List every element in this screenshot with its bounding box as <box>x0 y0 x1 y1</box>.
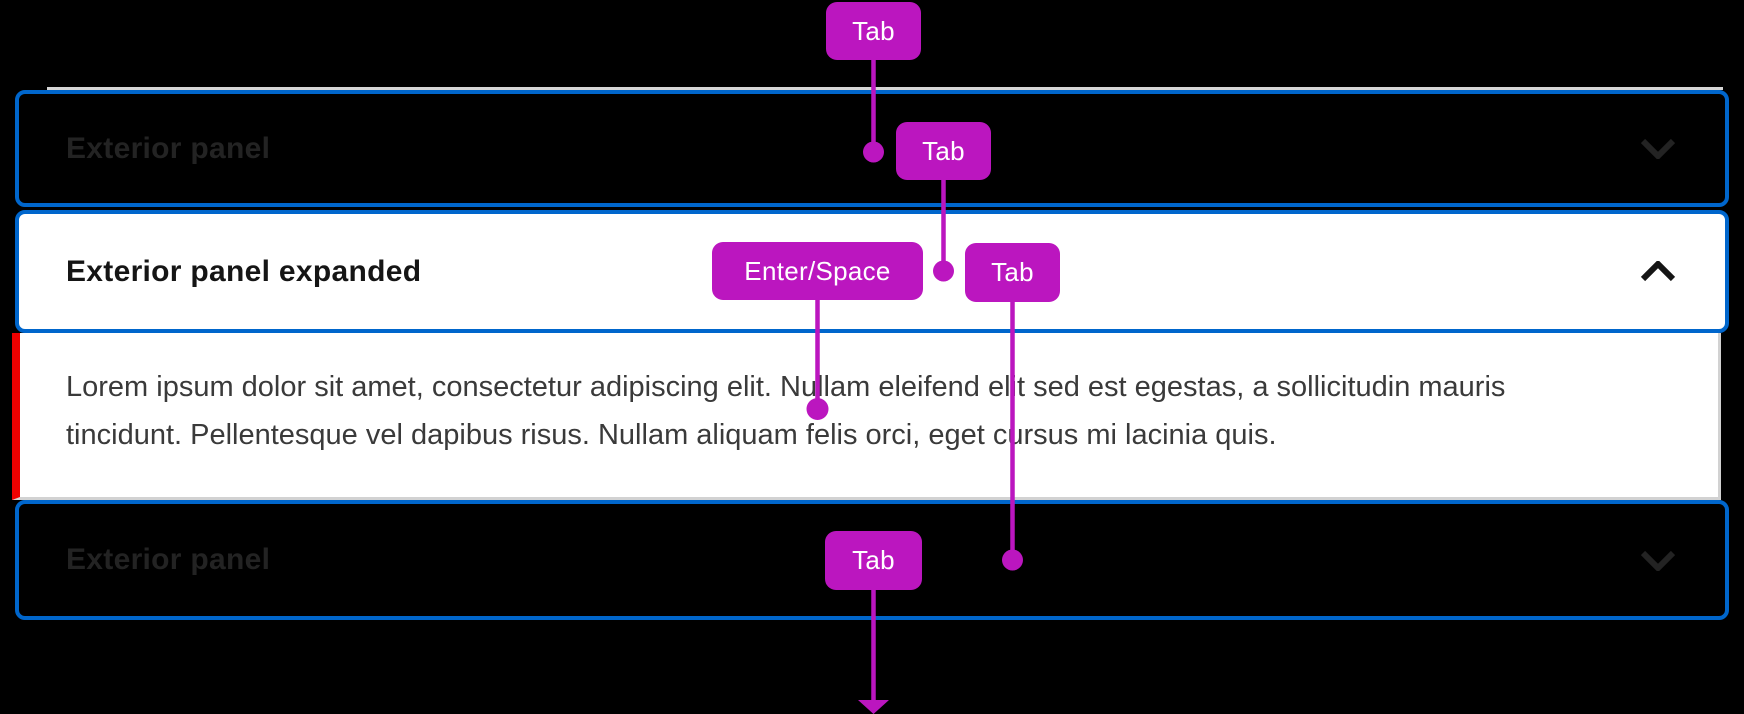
chevron-down-icon <box>1640 550 1676 571</box>
accordion-toggle-title: Exterior panel expanded <box>66 254 422 288</box>
key-badge-tab-2: Tab <box>896 122 991 180</box>
chevron-up-icon <box>1640 261 1676 282</box>
exit-arrow-down-icon <box>858 700 889 714</box>
accordion-toggle-title: Exterior panel <box>66 131 271 165</box>
key-badge-enter-space: Enter/Space <box>712 242 923 300</box>
panel-top-edge-line <box>47 87 1723 90</box>
accordion-toggle-title: Exterior panel <box>66 543 271 576</box>
key-badge-tab-1: Tab <box>826 2 921 60</box>
accordion-toggle-collapsed-1[interactable]: Exterior panel <box>15 90 1729 207</box>
key-badge-tab-3: Tab <box>965 243 1060 302</box>
key-badge-tab-4: Tab <box>825 531 922 590</box>
chevron-down-icon <box>1640 138 1676 159</box>
content-paragraph: Lorem ipsum dolor sit amet, consectetur … <box>66 371 1506 451</box>
accordion-expanded-content: Lorem ipsum dolor sit amet, consectetur … <box>12 333 1721 500</box>
